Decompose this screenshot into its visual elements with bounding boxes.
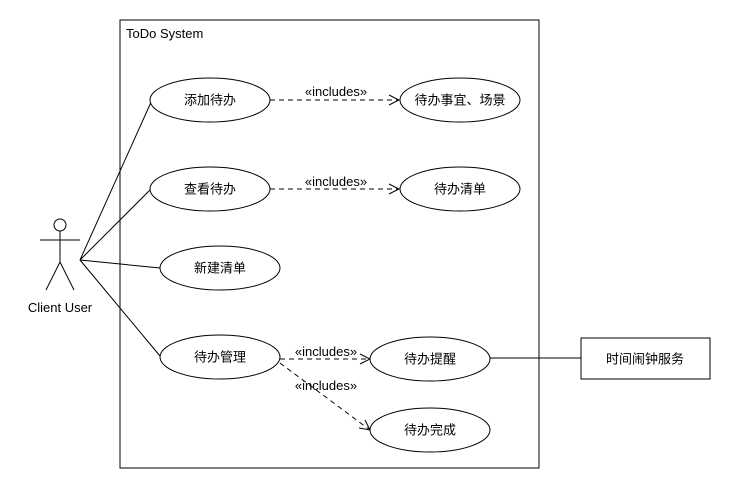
use-case-view-label: 查看待办 bbox=[184, 182, 236, 197]
use-case-complete-label: 待办完成 bbox=[404, 423, 456, 438]
include-label-complete: «includes» bbox=[295, 378, 357, 393]
system-title: ToDo System bbox=[126, 26, 203, 41]
use-case-new-list[interactable]: 新建清单 bbox=[159, 245, 281, 291]
use-case-manage[interactable]: 待办管理 bbox=[159, 334, 281, 380]
use-case-new-list-label: 新建清单 bbox=[194, 261, 246, 276]
external-timer-service[interactable]: 时间闹钟服务 bbox=[580, 337, 711, 380]
use-case-add[interactable]: 添加待办 bbox=[149, 77, 271, 123]
include-label-add: «includes» bbox=[305, 84, 367, 99]
include-arrow-complete bbox=[279, 362, 370, 430]
use-case-remind[interactable]: 待办提醒 bbox=[369, 336, 491, 382]
include-label-view: «includes» bbox=[305, 174, 367, 189]
actor-client-user bbox=[40, 218, 80, 291]
use-case-todo-list-label: 待办清单 bbox=[434, 182, 486, 197]
actor-right-leg bbox=[59, 261, 75, 291]
actor-left-leg bbox=[45, 261, 61, 291]
association-view bbox=[79, 187, 153, 261]
use-case-manage-label: 待办管理 bbox=[194, 350, 246, 365]
association-add bbox=[79, 99, 153, 261]
external-timer-service-label: 时间闹钟服务 bbox=[606, 352, 684, 367]
include-label-remind: «includes» bbox=[295, 344, 357, 359]
use-case-items-scenes-label: 待办事宜、场景 bbox=[414, 93, 505, 108]
use-case-items-scenes[interactable]: 待办事宜、场景 bbox=[399, 77, 521, 123]
association-manage bbox=[79, 259, 161, 357]
actor-head bbox=[53, 218, 67, 232]
use-case-todo-list[interactable]: 待办清单 bbox=[399, 166, 521, 212]
use-case-view[interactable]: 查看待办 bbox=[149, 166, 271, 212]
use-case-complete[interactable]: 待办完成 bbox=[369, 407, 491, 453]
actor-label: Client User bbox=[28, 300, 93, 315]
use-case-remind-label: 待办提醒 bbox=[404, 352, 456, 367]
use-case-add-label: 添加待办 bbox=[184, 93, 236, 108]
association-new-list bbox=[79, 259, 161, 269]
